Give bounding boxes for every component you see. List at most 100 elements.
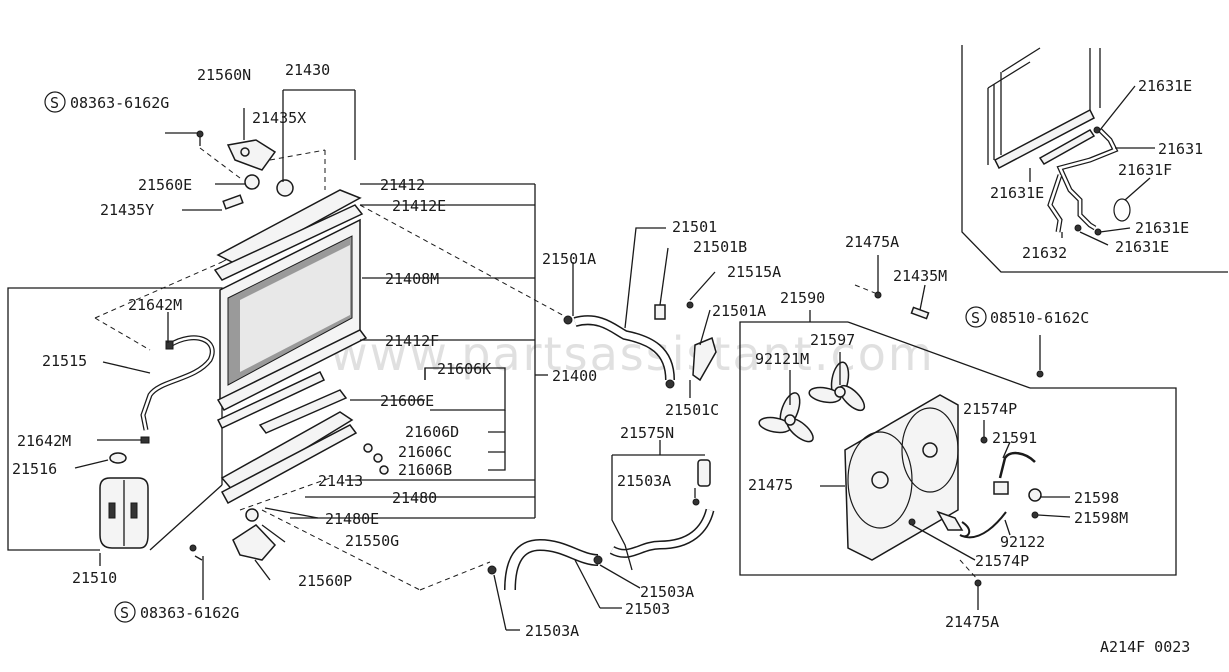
label-21430: 21430 [285,61,330,79]
hose-21575n [697,459,711,487]
label-21631e-c: 21631E [1135,219,1189,237]
label-21606c: 21606C [398,443,452,461]
label-21412: 21412 [380,176,425,194]
label-21631: 21631 [1158,140,1203,158]
clamp-21501c [665,379,675,389]
screw-symbol-text-lower: S [120,604,129,622]
label-21598: 21598 [1074,489,1119,507]
harness-92122 [936,510,964,531]
radiator-cap [276,179,294,197]
reservoir-tank-group [7,261,223,566]
label-21515a: 21515A [727,263,781,281]
bracket-21560p [232,524,277,561]
label-21412f: 21412F [385,332,439,350]
clamp-21503a-mid [593,555,603,565]
upper-hose-group [359,204,717,398]
label-21574p-upper: 21574P [963,400,1017,418]
rubber-21435m [910,306,930,320]
clip-21642m-lower [140,436,150,444]
inset-group [961,45,1228,273]
label-21642m-upper: 21642M [128,296,182,314]
bracket-21501a [692,336,717,382]
label-21598m: 21598M [1074,509,1128,527]
bolt-21475a-lower [974,579,982,587]
label-21400: 21400 [552,367,597,385]
label-21503a-bottom: 21503A [525,622,579,640]
label-21480e: 21480E [325,510,379,528]
label-21642m-lower: 21642M [17,432,71,450]
label-21480: 21480 [392,489,437,507]
label-21501c: 21501C [665,401,719,419]
seal-21560e [244,174,260,190]
fan-shroud [844,394,959,561]
label-21606d: 21606D [405,423,459,441]
reservoir-cap [109,452,127,464]
label-21575n: 21575N [620,424,674,442]
label-21560n: 21560N [197,66,251,84]
label-21632: 21632 [1022,244,1067,262]
label-21606k: 21606K [437,360,491,378]
hose-21501b [654,304,666,320]
label-21503a-upper: 21503A [617,472,671,490]
label-21606b: 21606B [398,461,452,479]
bracket-21560n [226,139,277,171]
screw-symbol-text-upper: S [50,94,59,112]
label-92122: 92122 [1000,533,1045,551]
rubber-21435y [222,194,244,210]
diagram-code: A214F 0023 [1100,638,1190,656]
label-21435x: 21435X [252,109,306,127]
label-21501a-left: 21501A [542,250,596,268]
label-21560p: 21560P [298,572,352,590]
label-21590: 21590 [780,289,825,307]
label-92121m: 92121M [755,350,809,368]
label-21435y: 21435Y [100,201,154,219]
label-21475: 21475 [748,476,793,494]
label-21597: 21597 [810,331,855,349]
label-21475a-top: 21475A [845,233,899,251]
label-21591: 21591 [992,429,1037,447]
clamp-21503a-lower [487,565,497,575]
label-21510: 21510 [72,569,117,587]
label-21435m: 21435M [893,267,947,285]
grommet-21598 [1028,488,1042,502]
label-21412e: 21412E [392,197,446,215]
label-21515: 21515 [42,352,87,370]
clip-21574p-upper [980,436,988,444]
screw-symbol-08510 [965,306,987,328]
label-21503a-right: 21503A [640,583,694,601]
clamp-21631f [1113,198,1131,222]
screw-symbol-text-08510: S [971,309,980,327]
screw-symbol-08363-lower [114,601,136,623]
label-21560e: 21560E [138,176,192,194]
bolt-08363-upper [196,130,204,138]
label-21501a-right: 21501A [712,302,766,320]
label-21631e-b: 21631E [990,184,1044,202]
label-21631e-d: 21631E [1115,238,1169,256]
label-21550g: 21550G [345,532,399,550]
label-21501: 21501 [672,218,717,236]
bolt-08363-lower [189,544,197,552]
label-08510: 08510-6162C [990,309,1089,327]
label-21631e-a: 21631E [1138,77,1192,95]
clip-21642m-upper [165,340,174,350]
radiator-group [165,89,548,600]
bolt-21475a-upper [874,291,882,299]
connector-21591 [993,481,1009,495]
clip-21574p-lower [908,518,916,526]
clamp-21501a-left [563,315,573,325]
label-21475a-bottom: 21475A [945,613,999,631]
bolt-08510 [1036,370,1044,378]
label-21631f: 21631F [1118,161,1172,179]
label-21413: 21413 [318,472,363,490]
label-08363-lower: 08363-6162G [140,604,239,622]
label-21574p-lower: 21574P [975,552,1029,570]
fan-92121m [758,392,814,443]
label-21606e: 21606E [380,392,434,410]
lower-hose-group [261,440,715,631]
screw-symbol-08363-upper [44,91,66,113]
label-08363-upper: 08363-6162G [70,94,169,112]
label-21408m: 21408M [385,270,439,288]
fan-assembly-group [739,255,1177,610]
label-21501b: 21501B [693,238,747,256]
